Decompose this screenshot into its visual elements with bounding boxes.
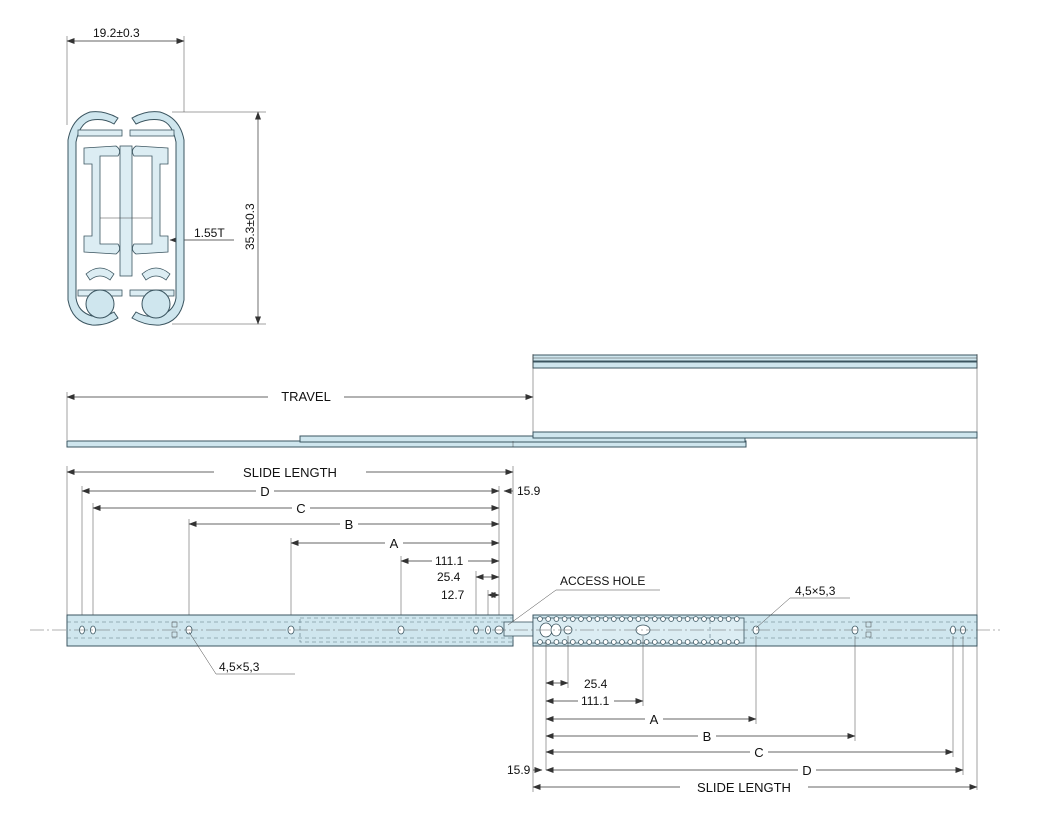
right-dim-b-label: B: [703, 729, 712, 744]
left-hole-size-label: 4,5×5,3: [219, 660, 260, 674]
bearing-dot: [619, 639, 625, 645]
bearing-dot: [545, 639, 551, 645]
travel-label: TRAVEL: [281, 389, 331, 404]
left-slide-length-label: SLIDE LENGTH: [243, 465, 337, 480]
width-dimension-label: 19.2±0.3: [93, 26, 140, 40]
extended-rail-view: TRAVEL: [66, 354, 978, 790]
cross-section-view: 19.2±0.3 35.3±0.3 1.55T: [66, 26, 266, 326]
bearing-dot: [725, 616, 732, 622]
left-dim-d-label: D: [260, 484, 269, 499]
closed-rail-view: SLIDE LENGTH D 15.9 C B A 111.1 25.4 12.…: [66, 464, 541, 675]
bearing-dot: [643, 639, 650, 645]
left-dim-b-label: B: [345, 517, 354, 532]
bearing-dot: [660, 639, 666, 645]
bearing-dot: [701, 639, 707, 645]
bearing-dot: [586, 639, 592, 645]
bearing-dot: [709, 616, 715, 622]
left-dim-c-label: C: [296, 501, 305, 516]
bearing-dot: [635, 639, 642, 645]
bearing-dot: [602, 616, 609, 622]
bearing-dot: [569, 616, 576, 622]
bearing-dot: [561, 616, 568, 622]
right-slide-length-label: SLIDE LENGTH: [697, 780, 791, 795]
bearing-dot: [725, 639, 732, 645]
bearing-dot: [692, 639, 699, 645]
bearing-dot: [668, 616, 674, 622]
bearing-dot: [619, 616, 625, 622]
right-dim-111-label: 111.1: [581, 694, 610, 708]
bearing-dot: [676, 616, 683, 622]
bearing-dot: [578, 639, 584, 645]
bearing-dot: [553, 616, 560, 622]
height-dimension-label: 35.3±0.3: [243, 203, 257, 250]
bearing-dot: [586, 616, 592, 622]
left-dim-111-label: 111.1: [435, 554, 464, 568]
right-dim-15-label: 15.9: [507, 763, 531, 777]
bearing-dot: [651, 616, 658, 622]
bearing-dot: [578, 616, 584, 622]
bearing-dot: [643, 616, 650, 622]
bearing-dot: [709, 639, 715, 645]
inner-member-view: ACCESS HOLE 4,5×5,3 25.4 111.1 A B C D 1: [507, 574, 978, 795]
bearing-dot: [733, 639, 740, 645]
bearing-dot: [692, 616, 699, 622]
access-hole-label: ACCESS HOLE: [560, 574, 645, 588]
right-dim-25-label: 25.4: [584, 677, 608, 691]
bearing-dot: [553, 639, 560, 645]
bearing-row: [537, 616, 740, 645]
bearing-dot: [668, 639, 674, 645]
bearing-dot: [660, 616, 666, 622]
bearing-dot: [594, 616, 601, 622]
bearing-dot: [561, 639, 568, 645]
bearing-dot: [569, 639, 576, 645]
bearing-dot: [684, 616, 691, 622]
right-dim-c-label: C: [754, 745, 763, 760]
bearing-dot: [537, 616, 543, 622]
bearing-dot: [635, 616, 642, 622]
bearing-dot: [717, 616, 724, 622]
right-hole-size-label: 4,5×5,3: [795, 584, 836, 598]
right-dim-d-label: D: [802, 763, 811, 778]
left-dim-a-label: A: [390, 536, 399, 551]
bearing-dot: [537, 639, 543, 645]
left-dim-25-label: 25.4: [437, 570, 461, 584]
bearing-dot: [676, 639, 683, 645]
bearing-dot: [610, 639, 617, 645]
right-dim-a-label: A: [650, 712, 659, 727]
thickness-label: 1.55T: [194, 226, 225, 240]
bearing-dot: [610, 616, 617, 622]
bearing-dot: [627, 639, 633, 645]
left-dim-15-label: 15.9: [517, 484, 541, 498]
bearing-dot: [733, 616, 740, 622]
bearing-dot: [602, 639, 609, 645]
bearing-dot: [684, 639, 691, 645]
bearing-dot: [594, 639, 601, 645]
left-dim-12-label: 12.7: [441, 588, 465, 602]
bearing-dot: [651, 639, 658, 645]
bearing-dot: [701, 616, 707, 622]
bearing-dot: [717, 639, 724, 645]
bearing-dot: [545, 616, 551, 622]
bearing-dot: [627, 616, 633, 622]
